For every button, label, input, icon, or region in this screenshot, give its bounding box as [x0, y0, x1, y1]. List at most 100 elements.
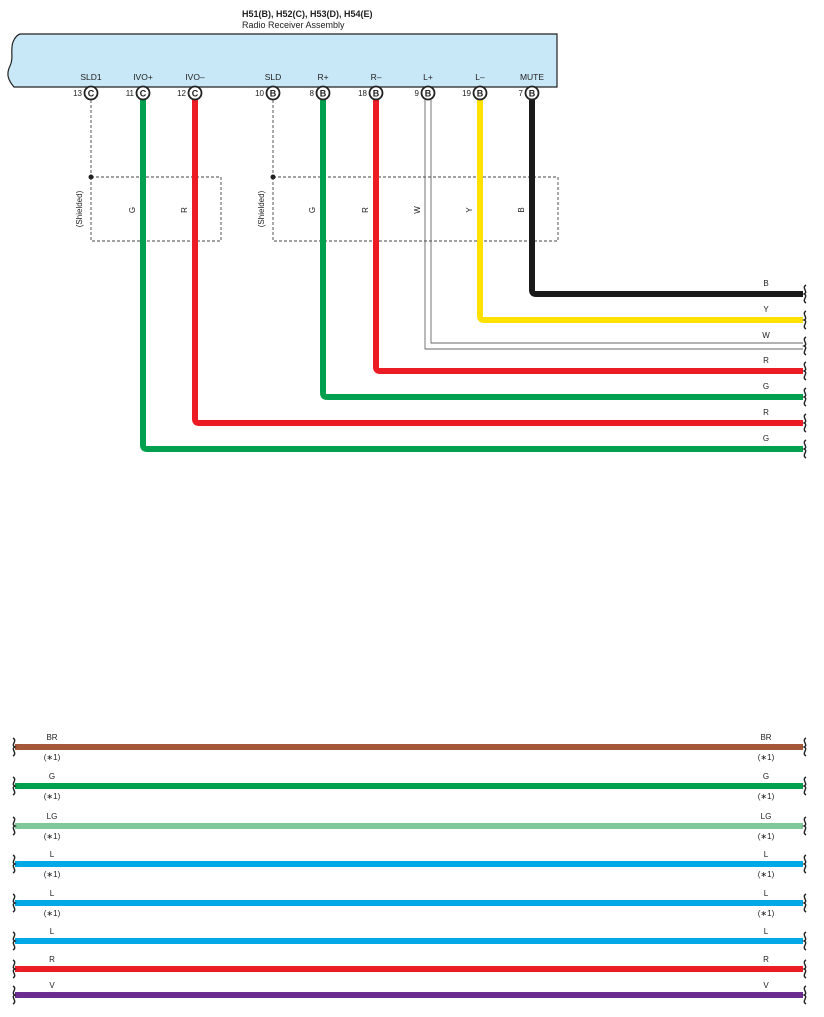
bottom-wire-right-label: L: [764, 927, 769, 936]
terminal-circle: [187, 85, 203, 101]
bottom-wire-right-note: (∗1): [758, 753, 775, 762]
shield-box: [272, 176, 559, 242]
shield-label: (Shielded): [257, 190, 266, 227]
wire-color-label: B: [517, 207, 526, 212]
wire-break-mark: [802, 776, 807, 796]
shield-label: (Shielded): [75, 190, 84, 227]
wire-end-label: Y: [763, 305, 769, 314]
wire-R: [373, 100, 803, 374]
wire-G: [140, 100, 803, 452]
wire-color-label: R: [361, 207, 370, 213]
bottom-wire-right-note: (∗1): [758, 909, 775, 918]
bottom-wire-left-note: (∗1): [44, 870, 61, 879]
terminal-circle: [135, 85, 151, 101]
wire-color-label: W: [413, 206, 422, 214]
terminal-circle: [472, 85, 488, 101]
terminal-name: L+: [423, 72, 433, 82]
wire-color-label: Y: [465, 207, 474, 213]
wire-break-mark: [802, 816, 807, 836]
terminal-circle: [83, 85, 99, 101]
wire-end-label: G: [763, 382, 769, 391]
shield-box: [90, 176, 222, 242]
terminal-pin-number: 9: [415, 89, 420, 98]
terminal-connector-letter: B: [270, 88, 277, 98]
wire-break-mark: [802, 737, 807, 757]
wire-white-edge: [424, 100, 803, 350]
bottom-wire-right-label: L: [764, 889, 769, 898]
component-part-codes: H51(B), H52(C), H53(D), H54(E): [242, 9, 373, 19]
terminal-pin-number: 18: [358, 89, 367, 98]
wire-break-mark: [802, 893, 807, 913]
terminal-pin-number: 12: [177, 89, 186, 98]
component-name: Radio Receiver Assembly: [242, 20, 345, 30]
wire-break-mark: [802, 854, 807, 874]
bottom-wire-left-label: LG: [47, 812, 58, 821]
bottom-wire-left-label: R: [49, 955, 55, 964]
bottom-wire-left-label: BR: [46, 733, 57, 742]
wire-color-label: G: [308, 207, 317, 213]
bottom-wire-left-note: (∗1): [44, 792, 61, 801]
terminal-pin-number: 10: [255, 89, 264, 98]
wire-end-label: G: [763, 434, 769, 443]
shield-junction-dot: [88, 174, 94, 180]
terminal-connector-letter: B: [529, 88, 536, 98]
wire-break-mark: [802, 336, 807, 356]
wire-break-mark: [802, 931, 807, 951]
terminal-circle: [265, 85, 281, 101]
wire-break-mark: [12, 854, 17, 874]
terminal-connector-letter: B: [320, 88, 327, 98]
wire-break-mark: [12, 985, 17, 1005]
terminal-name: IVO–: [185, 72, 205, 82]
terminal-name: R–: [371, 72, 382, 82]
wire-color-label: R: [180, 207, 189, 213]
wire-break-mark: [12, 737, 17, 757]
wire-break-mark: [12, 959, 17, 979]
terminal-name: IVO+: [133, 72, 153, 82]
wire-break-mark: [802, 361, 807, 381]
terminal-pin-number: 19: [462, 89, 471, 98]
bottom-wire-right-note: (∗1): [758, 792, 775, 801]
bottom-wire-left-note: (∗1): [44, 909, 61, 918]
terminal-circle: [524, 85, 540, 101]
terminal-name: R+: [317, 72, 328, 82]
terminal-pin-number: 8: [310, 89, 315, 98]
bottom-wire-right-label: LG: [761, 812, 772, 821]
bottom-wire-right-label: G: [763, 772, 769, 781]
terminal-name: SLD1: [80, 72, 102, 82]
terminal-name: MUTE: [520, 72, 544, 82]
wire-break-mark: [802, 413, 807, 433]
bottom-wire-right-label: R: [763, 955, 769, 964]
wire-break-mark: [802, 310, 807, 330]
wire-break-mark: [802, 959, 807, 979]
terminal-connector-letter: B: [373, 88, 380, 98]
wire-end-label: R: [763, 408, 769, 417]
terminal-circle: [315, 85, 331, 101]
bottom-wire-right-note: (∗1): [758, 832, 775, 841]
wire-G: [320, 100, 803, 400]
terminal-connector-letter: C: [140, 88, 147, 98]
wire-end-label: B: [763, 279, 768, 288]
shield-junction-dot: [270, 174, 276, 180]
bottom-wire-right-label: L: [764, 850, 769, 859]
bottom-wire-left-label: G: [49, 772, 55, 781]
wire-break-mark: [802, 985, 807, 1005]
wire-R: [192, 100, 803, 426]
terminal-pin-number: 13: [73, 89, 82, 98]
terminal-pin-number: 7: [519, 89, 524, 98]
wire-break-mark: [802, 387, 807, 407]
wire-break-mark: [12, 816, 17, 836]
wire-end-label: W: [762, 331, 770, 340]
wire-break-mark: [802, 284, 807, 304]
bottom-wire-left-label: L: [50, 850, 55, 859]
terminal-circle: [368, 85, 384, 101]
wire-layer: B Y W R G R G: [88, 100, 807, 459]
terminal-name: L–: [475, 72, 485, 82]
terminal-connector-letter: B: [477, 88, 484, 98]
terminal-connector-letter: C: [192, 88, 199, 98]
bottom-wire-left-label: L: [50, 889, 55, 898]
wire-break-mark: [12, 931, 17, 951]
